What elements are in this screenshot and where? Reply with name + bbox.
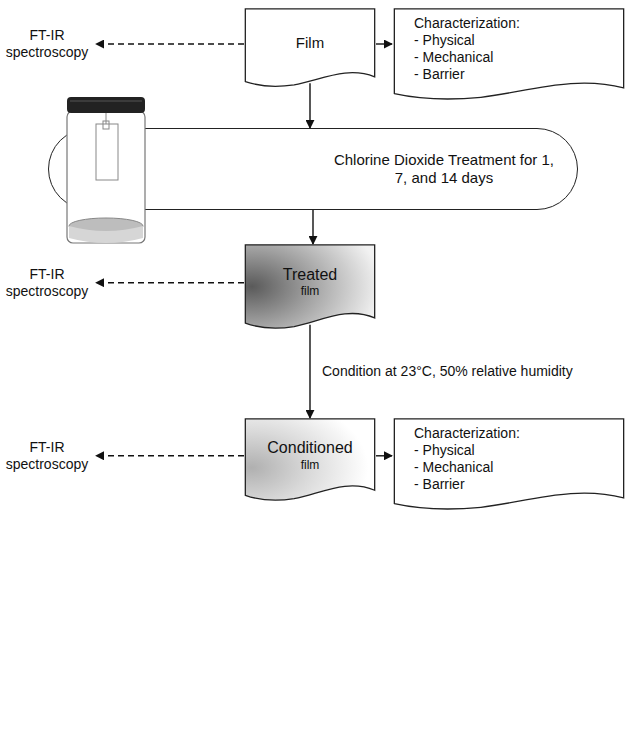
text-group: Film — [244, 8, 376, 77]
node-label: FT-IR spectroscopy — [2, 266, 92, 300]
box-heading: Characterization: — [414, 15, 520, 32]
flow-arrow — [312, 210, 313, 244]
node-label: FT-IR spectroscopy — [2, 439, 92, 473]
jar-liquid — [69, 218, 143, 234]
jar-lid — [67, 97, 145, 113]
text-group: Characterization:- Physical- Mechanical-… — [392, 418, 626, 498]
jar-liquid-body — [69, 226, 143, 243]
node-label: FT-IR spectroscopy — [2, 27, 92, 61]
jar-body — [67, 111, 145, 243]
list-item: - Barrier — [414, 66, 465, 83]
flow-arrow — [376, 43, 392, 44]
list-item: - Physical — [414, 442, 475, 459]
list-item: - Mechanical — [414, 49, 493, 66]
characterization-box: Characterization:- Physical- Mechanical-… — [392, 8, 626, 101]
technique-label: FT-IR spectroscopy — [2, 266, 92, 300]
edge-label: Condition at 23°C, 50% relative humidity — [320, 362, 575, 380]
text-group: Chlorine Dioxide Treatment for 1, 7, and… — [324, 129, 564, 209]
film-hanger — [106, 112, 107, 124]
document-outline — [245, 9, 374, 86]
dashed-arrow — [96, 455, 244, 456]
node-label: Conditioned — [267, 438, 352, 457]
document-outline — [245, 245, 374, 328]
document-outline — [245, 419, 374, 500]
text-group: FT-IR spectroscopy — [2, 439, 92, 473]
flow-arrow — [376, 455, 392, 456]
node-label: film — [301, 284, 320, 298]
text-group: Treatedfilm — [244, 244, 376, 318]
list-item: - Physical — [414, 32, 475, 49]
document-box: Treatedfilm — [244, 244, 376, 330]
box-heading: Characterization: — [414, 425, 520, 442]
lid-highlight — [70, 101, 142, 102]
film-clip — [103, 121, 109, 129]
document-box: Film — [244, 8, 376, 88]
flow-arrow — [309, 325, 310, 418]
text-group: FT-IR spectroscopy — [2, 27, 92, 61]
document-outline — [394, 419, 623, 509]
document-outline — [394, 9, 623, 99]
list-item: - Barrier — [414, 476, 465, 493]
text-group: Characterization:- Physical- Mechanical-… — [392, 8, 626, 88]
list-item: - Mechanical — [414, 459, 493, 476]
film-strip — [96, 124, 118, 180]
text-group: Conditionedfilm — [244, 418, 376, 490]
dashed-arrow — [96, 282, 244, 283]
document-box: Conditionedfilm — [244, 418, 376, 502]
node-label: Chlorine Dioxide Treatment for 1, 7, and… — [330, 151, 558, 187]
characterization-box: Characterization:- Physical- Mechanical-… — [392, 418, 626, 511]
node-label: Treated — [283, 265, 338, 284]
process-box: Chlorine Dioxide Treatment for 1, 7, and… — [48, 128, 578, 210]
flow-arrow — [309, 83, 310, 128]
dashed-arrow — [96, 43, 244, 44]
text-group: FT-IR spectroscopy — [2, 266, 92, 300]
node-label: film — [301, 458, 320, 472]
technique-label: FT-IR spectroscopy — [2, 439, 92, 473]
node-label: Film — [296, 34, 324, 52]
technique-label: FT-IR spectroscopy — [2, 27, 92, 61]
